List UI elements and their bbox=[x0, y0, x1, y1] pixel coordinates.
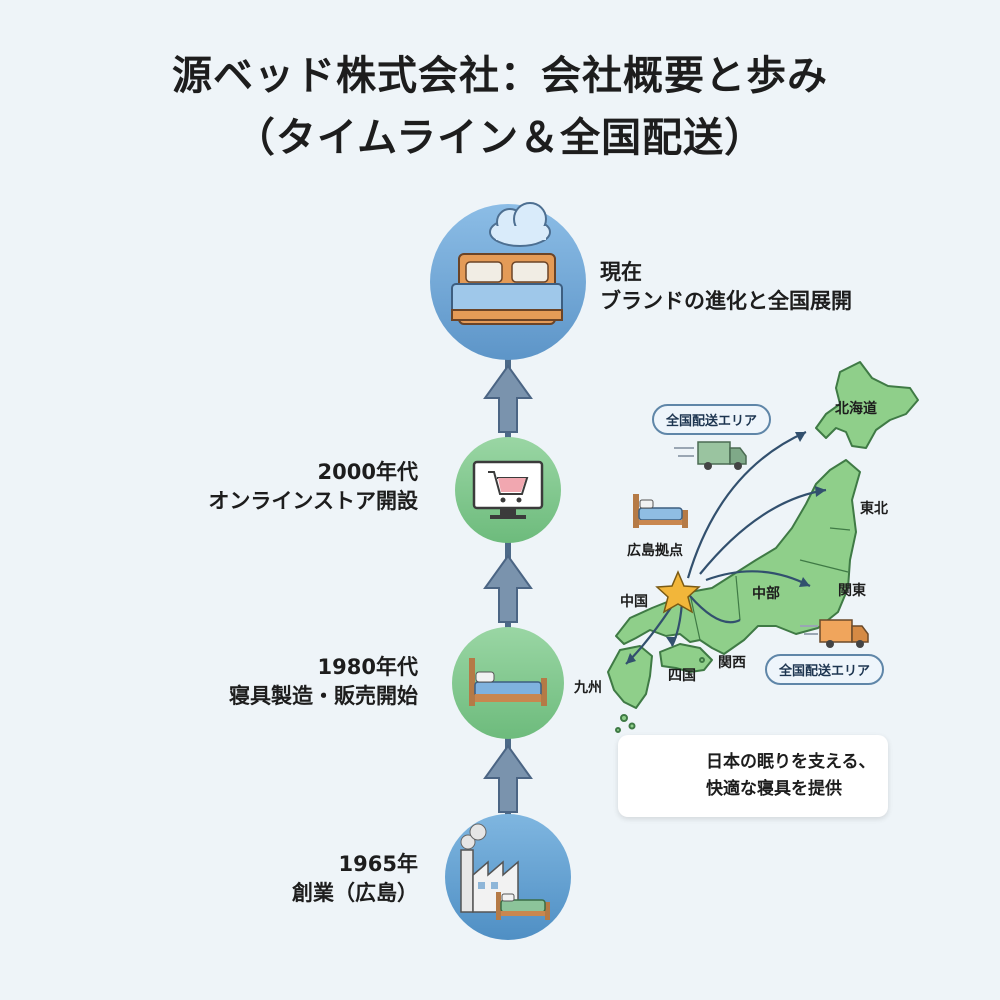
milestone-2000s-year: 2000年代 bbox=[317, 460, 418, 484]
region-label-kyushu: 九州 bbox=[574, 680, 602, 696]
route-arrowheads bbox=[626, 432, 826, 664]
delivery-truck-icon bbox=[800, 619, 869, 648]
milestone-present-year: 現在 bbox=[600, 260, 642, 284]
milestone-1980s-icon bbox=[452, 627, 564, 739]
bed-icon bbox=[469, 658, 547, 706]
milestone-present-icon bbox=[430, 202, 586, 360]
tagline-card: 日本の眠りを支える、 快適な寝具を提供 bbox=[618, 735, 888, 817]
region-borders bbox=[689, 527, 851, 641]
delivery-truck-icon bbox=[674, 441, 747, 470]
honshu-island bbox=[615, 459, 861, 655]
page-title: 源ベッド株式会社：会社概要と歩み （タイムライン＆全国配送） bbox=[0, 45, 1000, 169]
milestone-2000s-label: 2000年代 オンラインストア開設 bbox=[208, 458, 418, 516]
hub-bed-icon bbox=[633, 494, 688, 528]
tagline-text: 日本の眠りを支える、 快適な寝具を提供 bbox=[706, 749, 876, 803]
milestone-1965-label: 1965年 創業（広島） bbox=[292, 850, 418, 908]
shopping-cart-monitor-icon bbox=[472, 460, 544, 519]
milestone-2000s-desc: オンラインストア開設 bbox=[208, 489, 418, 513]
kyushu-island bbox=[607, 645, 653, 709]
milestone-present-label: 現在 ブランドの進化と全国展開 bbox=[600, 258, 852, 316]
milestone-1980s-year: 1980年代 bbox=[317, 655, 418, 679]
cloud-icon bbox=[489, 202, 551, 247]
region-label-shikoku: 四国 bbox=[668, 668, 696, 684]
tagline-line-2: 快適な寝具を提供 bbox=[706, 779, 842, 799]
bed-icon bbox=[451, 253, 563, 325]
milestone-2000s-icon bbox=[455, 437, 561, 543]
milestone-1980s-label: 1980年代 寝具製造・販売開始 bbox=[229, 653, 418, 711]
hub-star-icon bbox=[655, 570, 701, 614]
shikoku-island bbox=[659, 643, 713, 673]
region-label-hokkaido: 北海道 bbox=[835, 401, 877, 417]
title-line-2: （タイムライン＆全国配送） bbox=[234, 115, 766, 161]
milestone-1965-year: 1965年 bbox=[338, 852, 418, 876]
bed-icon bbox=[496, 892, 550, 920]
up-arrow-icon bbox=[483, 554, 533, 623]
milestone-present-desc: ブランドの進化と全国展開 bbox=[600, 289, 852, 313]
region-label-tohoku: 東北 bbox=[860, 501, 888, 517]
hub-label: 広島拠点 bbox=[627, 543, 683, 559]
delivery-area-badge-bottom: 全国配送エリア bbox=[765, 654, 885, 685]
hokkaido-island bbox=[815, 361, 919, 449]
title-line-1: 源ベッド株式会社：会社概要と歩み bbox=[172, 53, 828, 99]
region-label-kansai: 関西 bbox=[718, 655, 746, 671]
milestone-1965-icon bbox=[445, 814, 571, 940]
milestone-1965-desc: 創業（広島） bbox=[292, 881, 418, 905]
milestone-1980s-desc: 寝具製造・販売開始 bbox=[229, 684, 418, 708]
region-label-chugoku: 中国 bbox=[620, 594, 648, 610]
tagline-line-1: 日本の眠りを支える、 bbox=[706, 752, 876, 772]
delivery-area-badge-top: 全国配送エリア bbox=[652, 404, 772, 435]
japan-map bbox=[607, 361, 919, 733]
up-arrow-icon bbox=[483, 744, 533, 813]
region-label-kanto: 関東 bbox=[838, 583, 866, 599]
up-arrow-icon bbox=[483, 364, 533, 433]
region-label-chubu: 中部 bbox=[752, 586, 780, 602]
